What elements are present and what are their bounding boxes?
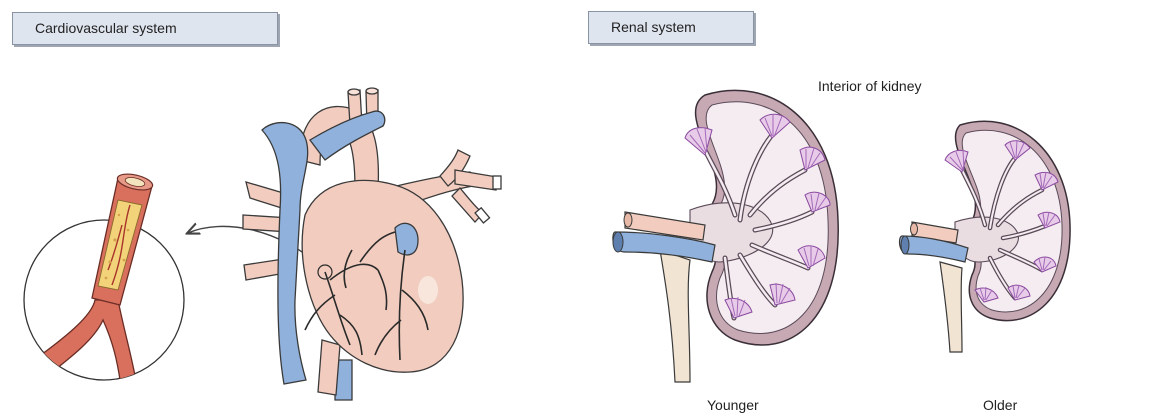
ureter-younger — [660, 250, 690, 382]
ureter-older — [940, 262, 962, 352]
heart-illustration — [243, 88, 501, 400]
older-kidney — [900, 121, 1071, 352]
magnified-artery-view — [20, 171, 184, 395]
younger-kidney — [613, 90, 838, 382]
